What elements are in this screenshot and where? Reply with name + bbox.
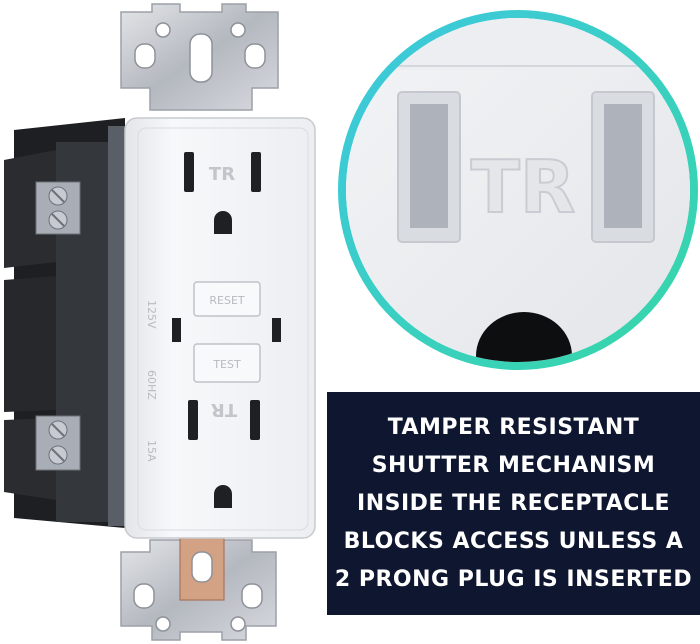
amperage-mark: 15A bbox=[145, 440, 158, 462]
test-button[interactable]: TEST bbox=[193, 343, 261, 383]
caption-line: SHUTTER MECHANISM bbox=[371, 452, 656, 478]
strap-hole-left bbox=[134, 43, 156, 69]
voltage-mark: 125V bbox=[145, 300, 158, 329]
gfci-outlet: TR RESET TEST 125V 60HZ 15A TR bbox=[4, 3, 316, 641]
terminal-screw-top bbox=[35, 181, 81, 235]
upper-shutter-mark: TR bbox=[209, 164, 235, 185]
lower-shutter-mark: TR bbox=[211, 399, 237, 420]
frequency-mark: 60HZ bbox=[145, 370, 158, 400]
zoom-left-slot bbox=[397, 91, 461, 243]
lower-receptacle: TR bbox=[188, 399, 260, 508]
reset-button-label: RESET bbox=[209, 294, 245, 307]
reset-button[interactable]: RESET bbox=[193, 281, 261, 317]
upper-receptacle: TR bbox=[184, 152, 261, 234]
caption-panel: TAMPER RESISTANT SHUTTER MECHANISM INSID… bbox=[327, 392, 700, 615]
strap-hole-right bbox=[244, 43, 266, 69]
outlet-face bbox=[124, 117, 316, 539]
caption-line: TAMPER RESISTANT bbox=[387, 414, 640, 440]
zoom-shutter-mark: TR bbox=[471, 145, 576, 229]
zoom-right-slot bbox=[591, 91, 655, 243]
zoom-ground-hole bbox=[476, 312, 572, 362]
caption-line: INSIDE THE RECEPTACLE bbox=[357, 490, 670, 516]
strap-slot-top bbox=[189, 33, 213, 83]
caption-line: BLOCKS ACCESS UNLESS A bbox=[343, 528, 684, 554]
zoom-inset: TR bbox=[338, 10, 698, 370]
caption-line: 2 PRONG PLUG IS INSERTED bbox=[334, 566, 693, 592]
caption-text: TAMPER RESISTANT SHUTTER MECHANISM INSID… bbox=[335, 409, 692, 599]
terminal-screw-bottom bbox=[35, 415, 81, 471]
test-button-label: TEST bbox=[212, 358, 241, 371]
